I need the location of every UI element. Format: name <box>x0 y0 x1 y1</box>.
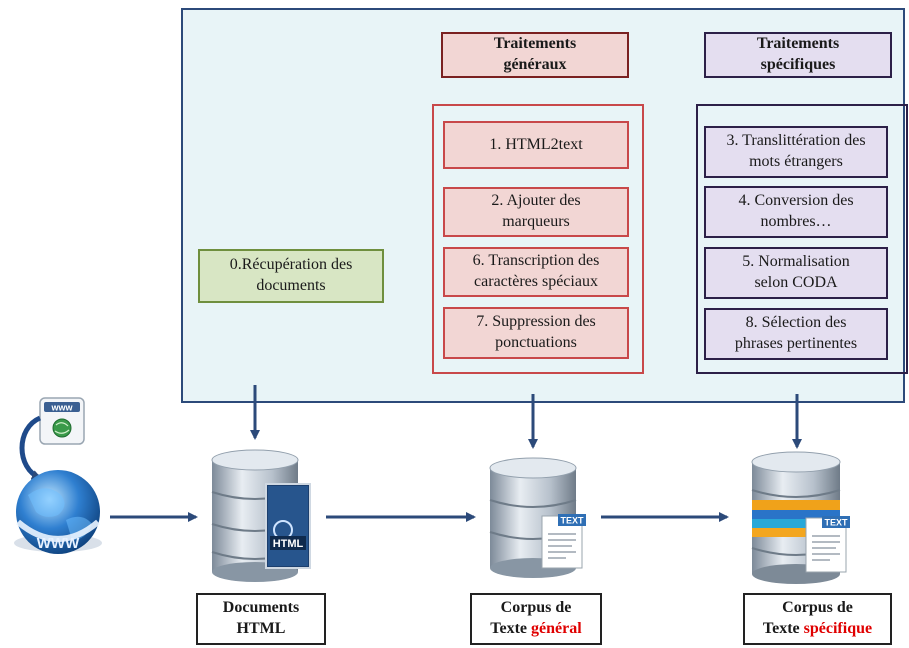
database-general-corpus-icon: TEXT <box>489 457 586 578</box>
label-general-corpus: Corpus de Texte général <box>470 593 602 645</box>
label-general-corpus-highlight: général <box>531 620 582 637</box>
www-badge-text: www <box>50 403 73 413</box>
label-general-corpus-prefix: Texte <box>490 620 532 637</box>
step-number-conversion: 4. Conversion des nombres… <box>704 186 888 238</box>
www-document-icon: www <box>39 397 85 445</box>
database-specific-corpus-icon: TEXT <box>751 451 850 584</box>
html-badge-text: HTML <box>273 538 304 550</box>
text-badge-general: TEXT <box>560 516 584 526</box>
header-specific-treatments: Traitements spécifiques <box>704 32 892 78</box>
label-specific-corpus: Corpus de Texte spécifique <box>743 593 892 645</box>
step-add-markers: 2. Ajouter des marqueurs <box>443 187 629 237</box>
step-punctuation-removal: 7. Suppression des ponctuations <box>443 307 629 359</box>
specific-treatments-group <box>696 104 908 374</box>
header-general-treatments: Traitements généraux <box>441 32 629 78</box>
globe-www-icon: WWW <box>14 470 102 554</box>
step-sentence-selection: 8. Sélection des phrases pertinentes <box>704 308 888 360</box>
label-general-corpus-line2: Texte général <box>490 619 581 640</box>
step-transliteration: 3. Translittération des mots étrangers <box>704 126 888 178</box>
label-documents-html-line1: Documents <box>222 599 300 617</box>
step-document-retrieval: 0.Récupération des documents <box>198 249 384 303</box>
label-specific-corpus-prefix: Texte <box>762 620 804 637</box>
step-special-chars-transcription: 6. Transcription des caractères spéciaux <box>443 247 629 297</box>
database-documents-html-icon: HTML <box>211 449 311 582</box>
general-treatments-group <box>432 104 644 374</box>
label-specific-corpus-line1: Corpus de <box>782 599 853 617</box>
label-documents-html-line2: HTML <box>236 620 286 637</box>
step-html2text: 1. HTML2text <box>443 121 629 169</box>
globe-www-text: WWW <box>37 535 80 552</box>
label-specific-corpus-line2: Texte spécifique <box>763 619 872 640</box>
curved-arrow-icon <box>19 415 42 481</box>
label-general-corpus-line1: Corpus de <box>500 599 572 617</box>
step-coda-normalisation: 5. Normalisation selon CODA <box>704 247 888 299</box>
text-badge-specific: TEXT <box>824 518 848 528</box>
label-specific-corpus-highlight: spécifique <box>803 620 873 637</box>
label-documents-html: Documents HTML <box>196 593 326 645</box>
